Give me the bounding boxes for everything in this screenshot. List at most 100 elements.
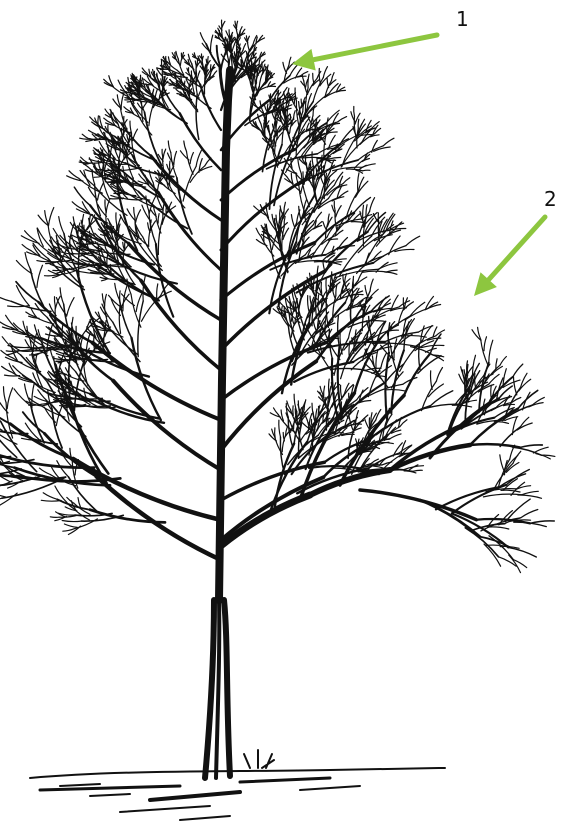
branch <box>376 410 381 420</box>
tree-trunk <box>205 70 230 778</box>
branch <box>197 58 198 63</box>
branch <box>521 510 538 518</box>
branch <box>200 85 221 131</box>
branch <box>127 135 129 142</box>
branch <box>174 151 177 165</box>
branch <box>256 228 261 237</box>
branch <box>304 400 306 410</box>
branch <box>37 265 43 287</box>
branch <box>483 494 521 497</box>
branch <box>354 107 355 117</box>
branch <box>274 408 279 415</box>
branch <box>308 296 310 313</box>
branch <box>340 332 342 354</box>
branch <box>383 138 394 146</box>
branch <box>254 53 256 56</box>
branch <box>275 437 283 454</box>
branch <box>60 406 68 407</box>
branch <box>176 51 178 58</box>
branch <box>431 371 433 390</box>
branch <box>265 105 268 112</box>
branch <box>54 358 65 359</box>
branch <box>183 57 186 61</box>
branch <box>365 286 368 298</box>
branch <box>222 21 225 27</box>
branch <box>508 547 536 557</box>
branch <box>202 56 203 60</box>
branch <box>331 368 365 370</box>
branch <box>289 57 291 65</box>
branch <box>105 109 109 114</box>
branch <box>132 338 161 420</box>
branch <box>62 521 81 522</box>
branch <box>130 121 132 133</box>
branch <box>500 357 506 365</box>
branch <box>329 157 341 158</box>
tree-branches <box>0 20 555 573</box>
branch <box>54 297 55 307</box>
branch <box>67 497 74 503</box>
branch <box>41 500 61 501</box>
branch <box>386 270 397 272</box>
branch <box>45 211 48 224</box>
branch <box>370 279 373 291</box>
branch <box>530 521 554 524</box>
branch <box>162 149 163 156</box>
branch <box>291 215 295 229</box>
branch <box>349 341 350 359</box>
branch <box>313 73 314 83</box>
callout-label-2: 2 <box>544 189 557 209</box>
branch <box>358 421 364 424</box>
branch <box>509 555 521 573</box>
branch <box>475 374 476 389</box>
branch <box>513 451 521 463</box>
branch <box>332 272 333 283</box>
branch <box>213 71 216 75</box>
branch <box>406 236 420 245</box>
branch <box>172 53 174 57</box>
branch <box>519 379 531 391</box>
branch <box>293 406 294 416</box>
branch <box>7 388 12 409</box>
branch <box>88 187 97 199</box>
branch <box>4 387 7 403</box>
branch <box>138 301 143 357</box>
branch <box>117 95 120 106</box>
branch <box>246 36 247 41</box>
branch <box>50 517 59 518</box>
branch <box>500 455 505 472</box>
branch <box>116 213 117 225</box>
branch <box>25 253 30 270</box>
branch <box>72 202 83 209</box>
branch <box>280 209 281 218</box>
branch <box>22 245 31 251</box>
branch <box>88 269 96 271</box>
branch <box>191 71 192 78</box>
branch <box>163 74 167 75</box>
branch <box>522 491 539 495</box>
branch <box>229 30 230 36</box>
branch <box>489 340 493 362</box>
branch <box>49 208 54 226</box>
branch <box>72 253 81 254</box>
branch <box>114 193 123 194</box>
branch <box>0 294 11 301</box>
branch <box>104 118 112 123</box>
branch <box>221 361 316 450</box>
branch <box>0 430 7 431</box>
branch <box>8 306 29 307</box>
branch <box>0 498 2 502</box>
branch <box>200 33 206 44</box>
branch <box>339 139 348 145</box>
branch <box>267 65 268 70</box>
branch <box>304 233 306 242</box>
branch <box>294 394 297 411</box>
branch <box>308 74 309 87</box>
branch <box>308 79 317 94</box>
branch <box>56 401 64 426</box>
branch <box>410 302 425 316</box>
branch <box>371 321 386 322</box>
branch <box>163 149 166 159</box>
branch <box>59 217 64 234</box>
branch <box>105 294 107 306</box>
